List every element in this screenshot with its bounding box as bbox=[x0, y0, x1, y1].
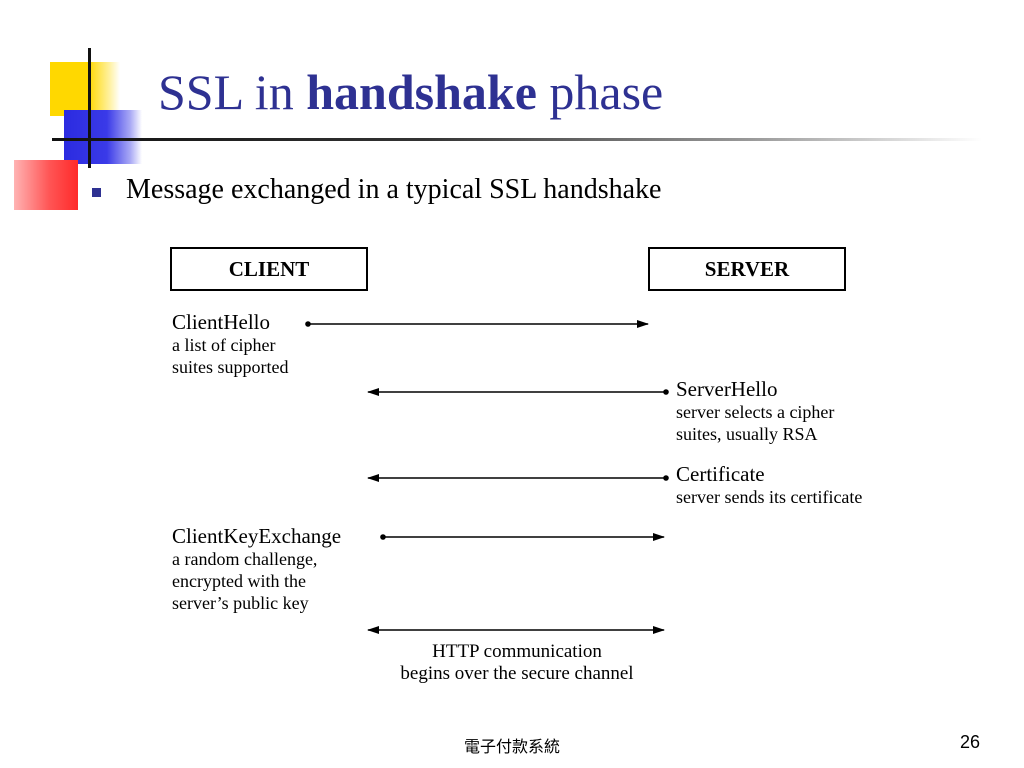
message-detail: a random challenge, bbox=[172, 549, 318, 569]
arrow-client-hello bbox=[305, 320, 649, 328]
page-number: 26 bbox=[959, 732, 980, 752]
decor-vertical-line bbox=[88, 48, 91, 168]
title-underline bbox=[52, 138, 982, 141]
message-detail: server sends its certificate bbox=[676, 487, 863, 507]
message-detail: server’s public key bbox=[172, 593, 309, 613]
message-detail: suites, usually RSA bbox=[676, 424, 818, 444]
message-title: ClientHello bbox=[172, 310, 270, 334]
title-pre: SSL in bbox=[158, 64, 307, 120]
decor-blue-square bbox=[64, 110, 142, 164]
message-http: HTTP communication begins over the secur… bbox=[366, 641, 668, 685]
arrow-client-key-exchange bbox=[380, 533, 665, 541]
title-bold: handshake bbox=[306, 64, 537, 120]
client-box: CLIENT bbox=[170, 247, 368, 291]
bullet-text: Message exchanged in a typical SSL hands… bbox=[126, 174, 662, 205]
footer-course-name: 電子付款系統 bbox=[463, 737, 560, 756]
server-box: SERVER bbox=[648, 247, 846, 291]
slide-title: SSL in handshake phase bbox=[158, 62, 663, 122]
title-post: phase bbox=[536, 64, 664, 120]
message-title: ServerHello bbox=[676, 377, 778, 401]
decor-red-square bbox=[14, 160, 78, 210]
message-client-hello: ClientHello a list of cipher suites supp… bbox=[172, 310, 289, 378]
message-server-hello: ServerHello server selects a cipher suit… bbox=[676, 377, 834, 445]
message-detail: a list of cipher bbox=[172, 335, 276, 355]
message-detail: begins over the secure channel bbox=[400, 663, 634, 684]
message-detail: suites supported bbox=[172, 357, 289, 377]
message-title: Certificate bbox=[676, 462, 765, 486]
arrow-certificate bbox=[367, 474, 669, 482]
arrow-server-hello bbox=[367, 388, 669, 396]
client-label: CLIENT bbox=[228, 256, 310, 281]
message-detail: server selects a cipher bbox=[676, 402, 835, 422]
message-detail: encrypted with the bbox=[172, 571, 306, 591]
message-detail: HTTP communication bbox=[432, 641, 602, 662]
bullet-square-icon bbox=[92, 188, 101, 197]
message-certificate: Certificate server sends its certificate bbox=[676, 462, 862, 508]
server-label: SERVER bbox=[704, 256, 790, 281]
message-title: ClientKeyExchange bbox=[172, 524, 342, 548]
message-client-key-exchange: ClientKeyExchange a random challenge, en… bbox=[172, 524, 341, 614]
decor-yellow-square bbox=[50, 62, 120, 116]
